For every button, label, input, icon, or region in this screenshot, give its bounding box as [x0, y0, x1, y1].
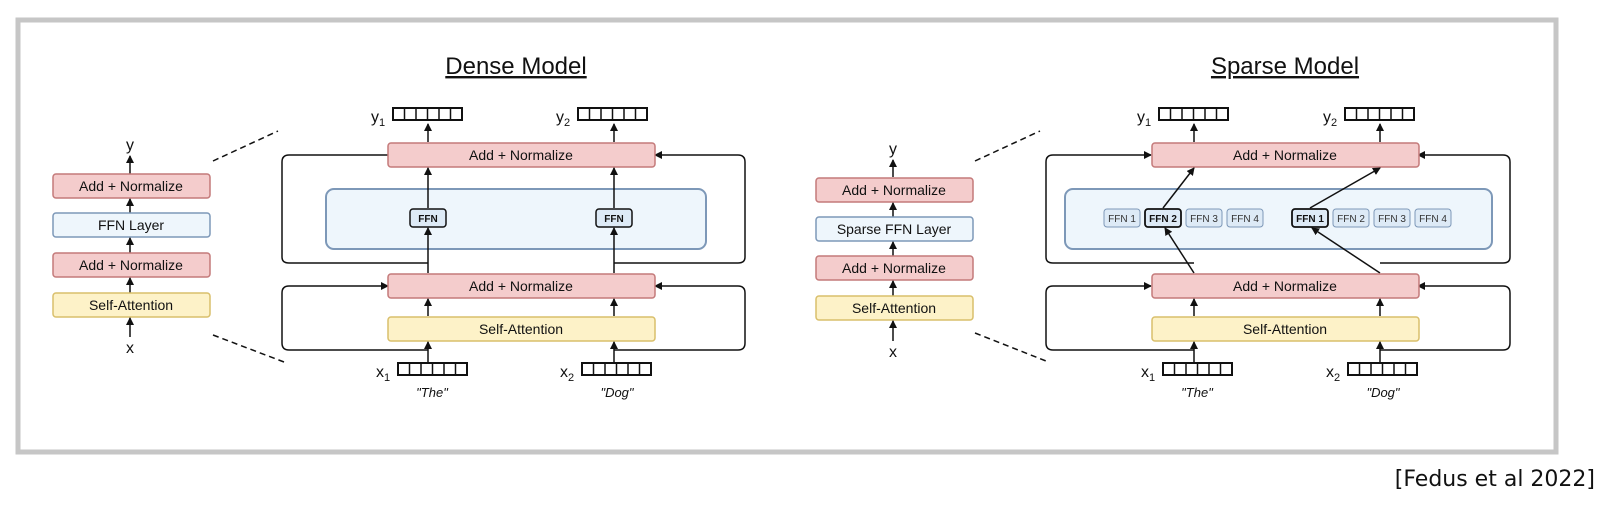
sparse-expert-left-2 — [1144, 208, 1182, 228]
sparse-experts-left: FFN 1 FFN 2 FFN 3 FFN 4 — [1103, 208, 1264, 228]
dense-mini-y: y — [126, 137, 134, 154]
sparse-mini-ffn-layer-label: Sparse FFN Layer — [837, 221, 952, 237]
dense-ffn-right-label: FFN — [604, 214, 623, 225]
dense-mini-add-norm-top-label: Add + Normalize — [79, 178, 183, 194]
sparse-model: Sparse Model y Add + Normalize Sparse FF… — [815, 53, 1511, 400]
sparse-residual-frame-bottom — [1045, 282, 1194, 351]
sparse-expert-left-1-label: FFN 1 — [1108, 214, 1136, 225]
dense-y1-vector — [392, 107, 463, 121]
dense-word2: "Dog" — [600, 385, 634, 400]
sparse-y1-label: y1 — [1137, 109, 1151, 129]
sparse-y2-vector — [1344, 107, 1415, 121]
sparse-expert-right-2 — [1332, 208, 1370, 228]
dense-self-attention-label: Self-Attention — [479, 321, 563, 337]
dense-mini-x: x — [126, 340, 134, 357]
dense-self-attention — [387, 316, 656, 342]
dense-mini-self-attention-label: Self-Attention — [89, 297, 173, 313]
dense-add-norm-top — [387, 142, 656, 168]
outer-frame — [15, 17, 1559, 455]
dense-title: Dense Model — [445, 53, 586, 80]
sparse-route-token2-in — [1311, 227, 1381, 274]
sparse-expert-left-2-label: FFN 2 — [1149, 214, 1177, 225]
sparse-expert-left-1 — [1103, 208, 1141, 228]
sparse-add-norm-top — [1151, 142, 1420, 168]
sparse-mini-self-attention-label: Self-Attention — [852, 300, 936, 316]
sparse-add-norm-bottom-label: Add + Normalize — [1233, 278, 1337, 294]
sparse-route-token2-out — [1309, 167, 1381, 209]
dense-mini-add-norm-bottom-label: Add + Normalize — [79, 257, 183, 273]
sparse-expert-right-4 — [1414, 208, 1452, 228]
dense-zoom-line-top — [212, 130, 279, 162]
sparse-x1-vector — [1162, 362, 1233, 376]
sparse-mini-x: x — [889, 344, 897, 361]
dense-mini-stack: y Add + Normalize FFN Layer Add + Normal… — [52, 137, 211, 357]
dense-residual-frame-bottom — [281, 282, 428, 351]
dense-x1-label: x1 — [376, 364, 390, 384]
dense-add-norm-bottom-label: Add + Normalize — [469, 278, 573, 294]
sparse-self-attention — [1151, 316, 1420, 342]
dense-ffn-layer — [325, 188, 707, 250]
dense-model: Dense Model y Add + Normalize FFN Layer … — [52, 53, 746, 400]
citation: [Fedus et al 2022] — [1394, 467, 1595, 492]
sparse-y2-label: y2 — [1323, 109, 1337, 129]
sparse-mini-y: y — [889, 141, 897, 158]
dense-x2-vector — [581, 362, 652, 376]
dense-x1-vector — [397, 362, 468, 376]
sparse-expert-left-4 — [1226, 208, 1264, 228]
sparse-expert-right-3 — [1373, 208, 1411, 228]
sparse-route-token1-out — [1162, 167, 1195, 209]
sparse-x2-vector — [1347, 362, 1418, 376]
sparse-zoom-line-top — [974, 130, 1041, 162]
sparse-add-norm-top-label: Add + Normalize — [1233, 147, 1337, 163]
dense-ffn-left-label: FFN — [418, 214, 437, 225]
sparse-word2: "Dog" — [1366, 385, 1400, 400]
dense-y2-label: y2 — [556, 109, 570, 129]
sparse-word1: "The" — [1181, 385, 1214, 400]
sparse-expert-right-3-label: FFN 3 — [1378, 214, 1406, 225]
sparse-mini-add-norm-bottom-label: Add + Normalize — [842, 260, 946, 276]
sparse-expert-left-3-label: FFN 3 — [1190, 214, 1218, 225]
sparse-route-token1-in — [1164, 227, 1195, 274]
sparse-x1-label: x1 — [1141, 364, 1155, 384]
sparse-expert-right-1-label: FFN 1 — [1296, 214, 1324, 225]
dense-residual-frame-top — [281, 151, 428, 264]
dense-y1-label: y1 — [371, 109, 385, 129]
dense-mini-ffn-layer-label: FFN Layer — [98, 217, 164, 233]
sparse-self-attention-label: Self-Attention — [1243, 321, 1327, 337]
sparse-zoom-line-bottom — [974, 332, 1047, 362]
dense-zoom-line-bottom — [212, 334, 285, 363]
sparse-title: Sparse Model — [1211, 53, 1359, 80]
dense-y2-vector — [577, 107, 648, 121]
sparse-expert-right-1 — [1291, 208, 1329, 228]
sparse-add-norm-bottom — [1151, 273, 1420, 299]
sparse-expert-right-4-label: FFN 4 — [1419, 214, 1447, 225]
dense-add-norm-top-label: Add + Normalize — [469, 147, 573, 163]
sparse-residual-frame-top — [1045, 151, 1194, 264]
sparse-expert-right-2-label: FFN 2 — [1337, 214, 1365, 225]
sparse-x2-label: x2 — [1326, 364, 1340, 384]
dense-add-norm-bottom — [387, 273, 656, 299]
sparse-experts-right: FFN 1 FFN 2 FFN 3 FFN 4 — [1291, 208, 1452, 228]
dense-x2-label: x2 — [560, 364, 574, 384]
dense-word1: "The" — [416, 385, 449, 400]
sparse-mini-add-norm-top-label: Add + Normalize — [842, 182, 946, 198]
sparse-expert-left-3 — [1185, 208, 1223, 228]
sparse-y1-vector — [1158, 107, 1229, 121]
sparse-expert-left-4-label: FFN 4 — [1231, 214, 1259, 225]
sparse-mini-stack: y Add + Normalize Sparse FFN Layer Add +… — [815, 141, 974, 361]
